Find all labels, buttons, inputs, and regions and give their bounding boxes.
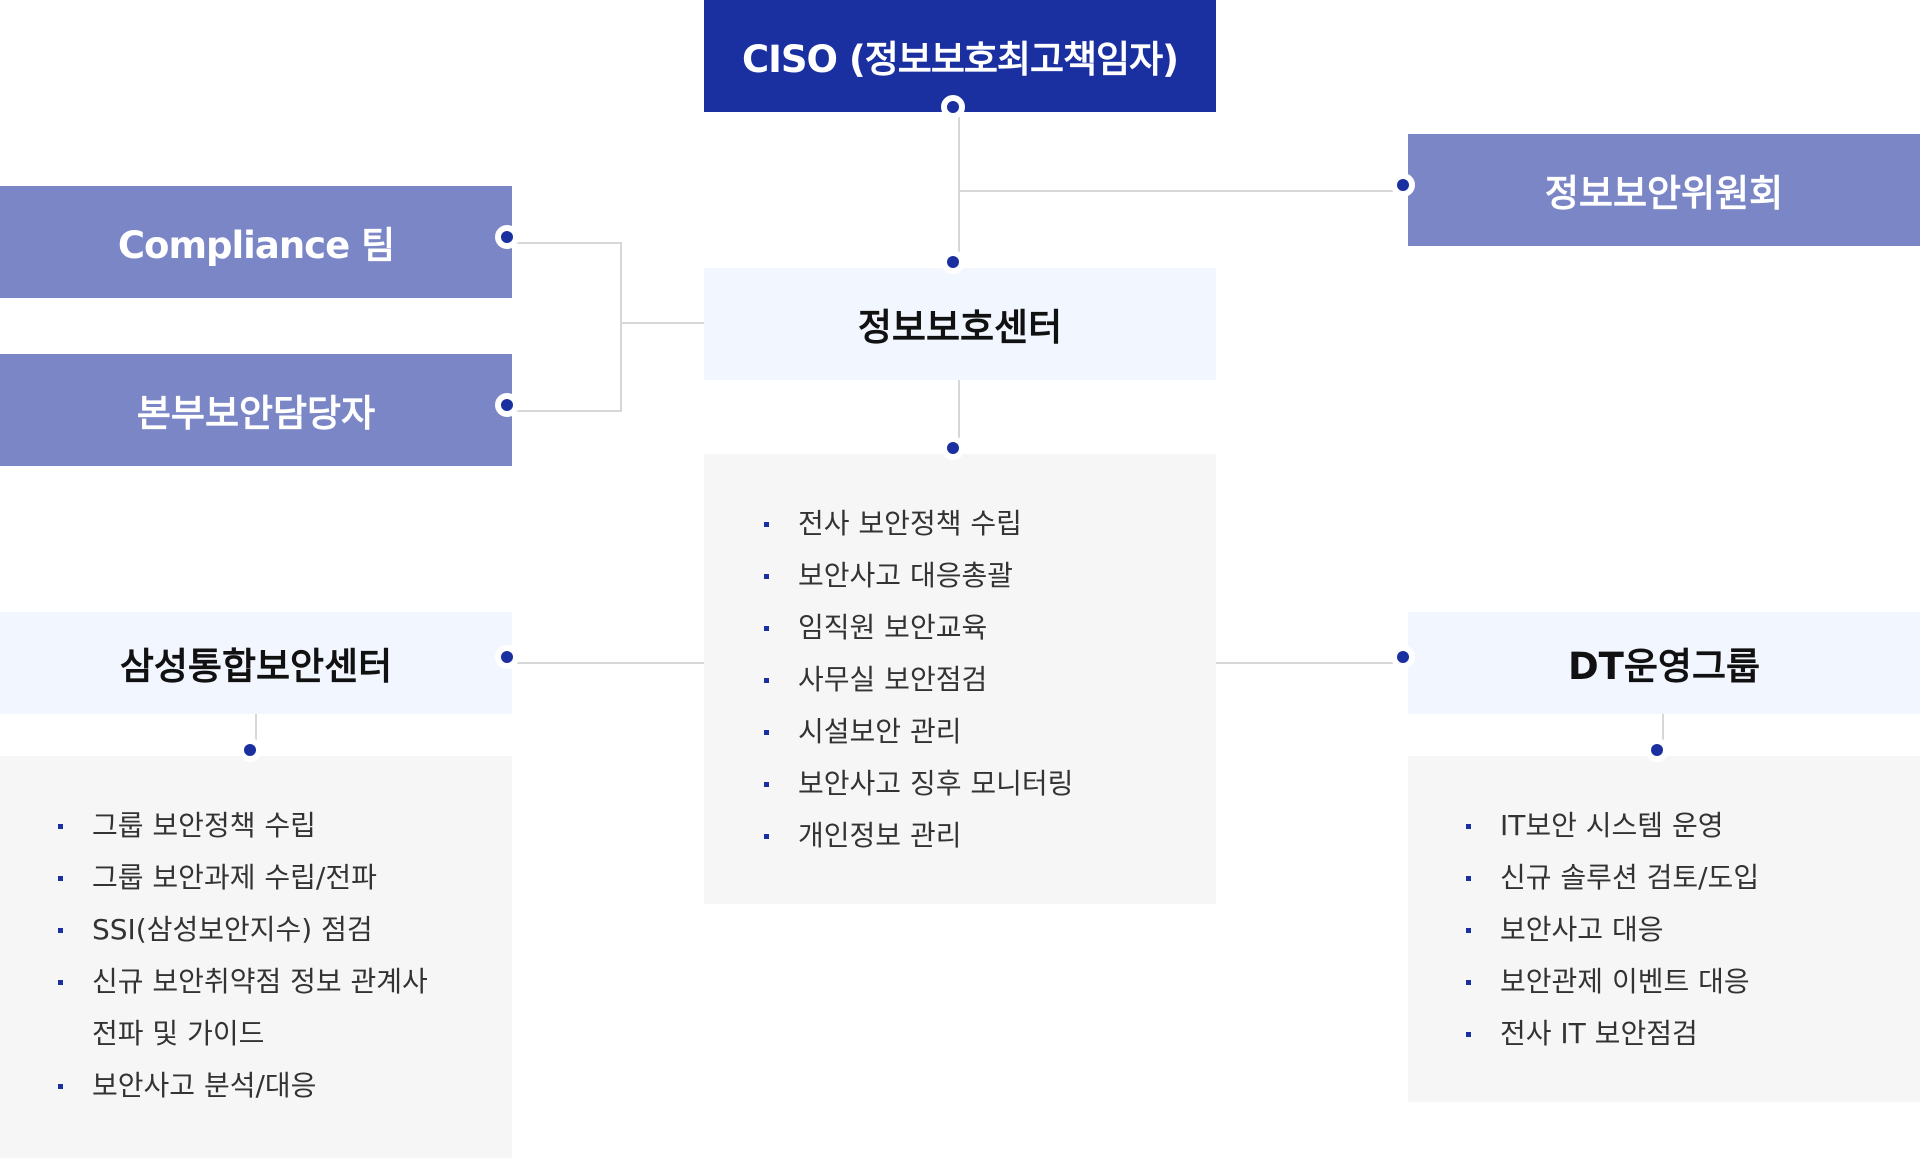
connector-center-tasks — [958, 380, 960, 452]
division-officer-box: 본부보안담당자 — [0, 354, 512, 466]
dt-tasks-top-dot — [1645, 738, 1669, 762]
list-item: 임직원 보안교육 — [764, 602, 1216, 654]
connector-samsung — [512, 662, 704, 664]
list-item: SSI(삼성보안지수) 점검 — [58, 904, 512, 956]
dt-left-dot — [1391, 645, 1415, 669]
center-tasks-top-dot — [941, 436, 965, 460]
list-item: 신규 보안취약점 정보 관계사 전파 및 가이드 — [58, 956, 452, 1060]
list-item: 시설보안 관리 — [764, 706, 1216, 758]
list-item: 그룹 보안정책 수립 — [58, 800, 512, 852]
connector-ciso-center — [958, 112, 960, 266]
division-officer-right-dot — [495, 393, 519, 417]
list-item: 사무실 보안점검 — [764, 654, 1216, 706]
compliance-box: Compliance 팀 — [0, 186, 512, 298]
ciso-label: CISO (정보보호최고책임자) — [741, 38, 1179, 81]
connector-dt — [1216, 662, 1408, 664]
dt-task-list: IT보안 시스템 운영 신규 솔루션 검토/도입 보안사고 대응 보안관제 이벤… — [1466, 800, 1920, 1060]
dt-tasks-panel: IT보안 시스템 운영 신규 솔루션 검토/도입 보안사고 대응 보안관제 이벤… — [1408, 756, 1920, 1102]
list-item: 보안사고 대응총괄 — [764, 550, 1216, 602]
center-label: 정보보호센터 — [857, 306, 1063, 349]
connector-bracket-center — [620, 322, 704, 324]
ciso-box: CISO (정보보호최고책임자) — [704, 0, 1216, 112]
center-box: 정보보호센터 — [704, 268, 1216, 380]
list-item: 개인정보 관리 — [764, 810, 1216, 862]
dt-group-label: DT운영그룹 — [1567, 645, 1761, 688]
compliance-right-dot — [495, 225, 519, 249]
center-task-list: 전사 보안정책 수립 보안사고 대응총괄 임직원 보안교육 사무실 보안점검 시… — [764, 498, 1216, 862]
samsung-tasks-panel: 그룹 보안정책 수립 그룹 보안과제 수립/전파 SSI(삼성보안지수) 점검 … — [0, 756, 512, 1158]
samsung-center-label: 삼성통합보안센터 — [119, 645, 393, 688]
dt-group-box: DT운영그룹 — [1408, 612, 1920, 714]
center-top-dot — [941, 250, 965, 274]
list-item: IT보안 시스템 운영 — [1466, 800, 1920, 852]
list-item: 보안사고 대응 — [1466, 904, 1920, 956]
list-item: 전사 IT 보안점검 — [1466, 1008, 1920, 1060]
samsung-task-list: 그룹 보안정책 수립 그룹 보안과제 수립/전파 SSI(삼성보안지수) 점검 … — [58, 800, 512, 1112]
committee-left-dot — [1391, 173, 1415, 197]
samsung-tasks-top-dot — [238, 738, 262, 762]
division-officer-label: 본부보안담당자 — [136, 392, 376, 435]
list-item: 보안사고 징후 모니터링 — [764, 758, 1216, 810]
compliance-label: Compliance 팀 — [117, 224, 395, 267]
list-item: 신규 솔루션 검토/도입 — [1466, 852, 1920, 904]
connector-samsung-tasks — [255, 714, 257, 754]
committee-label: 정보보안위원회 — [1544, 172, 1784, 215]
connector-division — [512, 410, 622, 412]
ciso-bottom-dot — [941, 95, 965, 119]
list-item: 보안사고 분석/대응 — [58, 1060, 512, 1112]
connector-ciso-committee — [958, 190, 1408, 192]
samsung-center-box: 삼성통합보안센터 — [0, 612, 512, 714]
list-item: 전사 보안정책 수립 — [764, 498, 1216, 550]
connector-bracket-vertical — [620, 242, 622, 412]
committee-box: 정보보안위원회 — [1408, 134, 1920, 246]
list-item: 그룹 보안과제 수립/전파 — [58, 852, 512, 904]
samsung-right-dot — [495, 645, 519, 669]
list-item: 보안관제 이벤트 대응 — [1466, 956, 1920, 1008]
center-tasks-panel: 전사 보안정책 수립 보안사고 대응총괄 임직원 보안교육 사무실 보안점검 시… — [704, 454, 1216, 904]
connector-compliance — [512, 242, 622, 244]
connector-dt-tasks — [1662, 714, 1664, 754]
